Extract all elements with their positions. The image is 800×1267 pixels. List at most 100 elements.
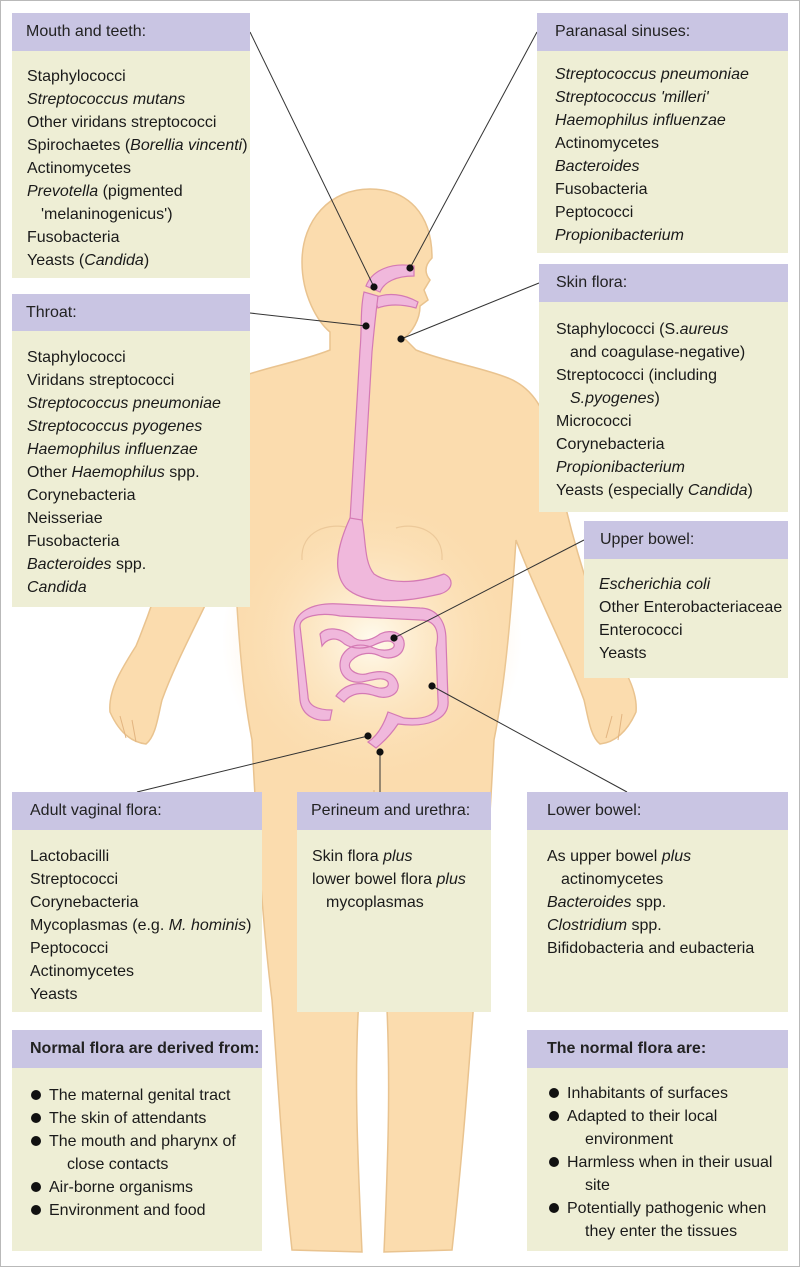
flora-item: Peptococci [555,204,634,221]
flora-item: Other Haemophilus spp. [27,464,200,481]
leader-line-throat [249,312,367,327]
flora-item: Escherichia coli [599,576,711,593]
flora-item: Viridans streptococci [27,372,175,389]
flora-item: Other Enterobacteriaceae [599,599,783,616]
flora-item: Candida [27,579,87,596]
flora-item: 'melaninogenicus') [41,206,173,223]
flora-item: Actinomycetes [27,160,132,177]
flora-item: Bifidobacteria and eubacteria [547,940,755,957]
bullet-item: The mouth and pharynx of [29,1130,256,1153]
flora-item: Skin flora plus [312,848,413,865]
leader-dot-upper-bowel [390,634,398,642]
leader-line-sinuses [409,31,538,269]
left-hand-fingers [119,715,137,743]
flora-item: Other viridans streptococci [27,114,217,131]
flora-item: Actinomycetes [30,963,135,980]
flora-item: Corynebacteria [556,436,665,453]
bullet-dot-icon [549,1203,559,1213]
bullet-item: Harmless when in their usual [547,1151,782,1174]
oral-cavity [373,293,419,309]
box-lower-bowel-header: Lower bowel: [527,792,788,830]
bullet-dot-icon [549,1088,559,1098]
bullet-dot-icon [31,1113,41,1123]
bullet-item: The maternal genital tract [29,1084,256,1107]
right-hand-fingers [605,713,623,741]
flora-item: Bacteroides spp. [547,894,667,911]
flora-item: S.pyogenes) [570,390,660,407]
flora-item: Peptococci [30,940,109,957]
bullet-item-continued: site [585,1177,610,1194]
flora-item: Bacteroides [555,158,640,175]
box-mouth-header: Mouth and teeth: [12,13,250,51]
flora-item: Actinomycetes [555,135,660,152]
flora-item: Lactobacilli [30,848,110,865]
flora-item: Staphylococci [27,349,126,366]
leader-line-skin [400,282,540,340]
flora-item: Yeasts (Candida) [27,252,150,269]
leader-dot-lower-bowel [428,682,436,690]
bullet-item: Air-borne organisms [29,1176,256,1199]
box-sinuses-header: Paranasal sinuses: [537,13,788,51]
box-upper-bowel-header: Upper bowel: [584,521,788,559]
flora-item: Fusobacteria [27,533,120,550]
flora-item: Spirochaetes (Borellia vincenti) [27,137,248,154]
flora-item: and coagulase-negative) [570,344,746,361]
bullet-item: Environment and food [29,1199,256,1222]
bullet-item: Inhabitants of surfaces [547,1082,782,1105]
flora-item: Streptococcus 'milleri' [555,89,709,106]
flora-item: Clostridium spp. [547,917,662,934]
rib-left [301,525,351,561]
nasal-cavity [365,264,415,293]
flora-item: Micrococci [556,413,632,430]
flora-item: Prevotella (pigmented [27,183,183,200]
flora-item: Streptococci (including [556,367,717,384]
bullet-dot-icon [549,1157,559,1167]
flora-item: Bacteroides spp. [27,556,147,573]
flora-item: Staphylococci [27,68,126,85]
flora-item: Yeasts [30,986,78,1003]
leader-dot-sinuses [406,264,414,272]
bullet-dot-icon [31,1136,41,1146]
leader-line-upper-bowel [393,539,585,639]
box-derived-header: Normal flora are derived from: [12,1030,262,1068]
flora-item: Streptococcus pneumoniae [27,395,221,412]
flora-item: Propionibacterium [555,227,684,244]
flora-item: Streptococcus pyogenes [27,418,203,435]
bullet-dot-icon [31,1090,41,1100]
bullet-dot-icon [31,1182,41,1192]
leader-dot-mouth [370,283,378,291]
leader-dot-vaginal [364,732,372,740]
bullet-item: The skin of attendants [29,1107,256,1130]
leader-dot-throat [362,322,370,330]
leader-lines [136,31,628,793]
box-throat-header: Throat: [12,294,250,331]
flora-item: Mycoplasmas (e.g. M. hominis) [30,917,252,934]
bullet-item-continued: environment [585,1131,674,1148]
flora-item: Propionibacterium [556,459,685,476]
flora-item: Streptococcus pneumoniae [555,66,749,83]
stomach [337,517,452,602]
leader-line-vaginal [136,735,369,793]
flora-item: Neisseriae [27,510,103,527]
rib-right [395,525,443,561]
flora-item: Streptococci [30,871,119,888]
leader-line-lower-bowel [431,685,628,793]
flora-item: Corynebacteria [30,894,139,911]
flora-item: Yeasts (especially Candida) [556,482,753,499]
bullet-item-continued: close contacts [67,1156,169,1173]
box-vaginal-header: Adult vaginal flora: [12,792,262,830]
leader-dot-perineum [376,748,384,756]
digestive-tract [293,264,452,749]
flora-item: Staphylococci (S.aureus [556,321,729,338]
box-skin-body: Staphylococci (S.aureus and coagulase-neg… [539,302,788,512]
leader-line-mouth [249,31,375,288]
flora-item: lower bowel flora plus [312,871,466,888]
